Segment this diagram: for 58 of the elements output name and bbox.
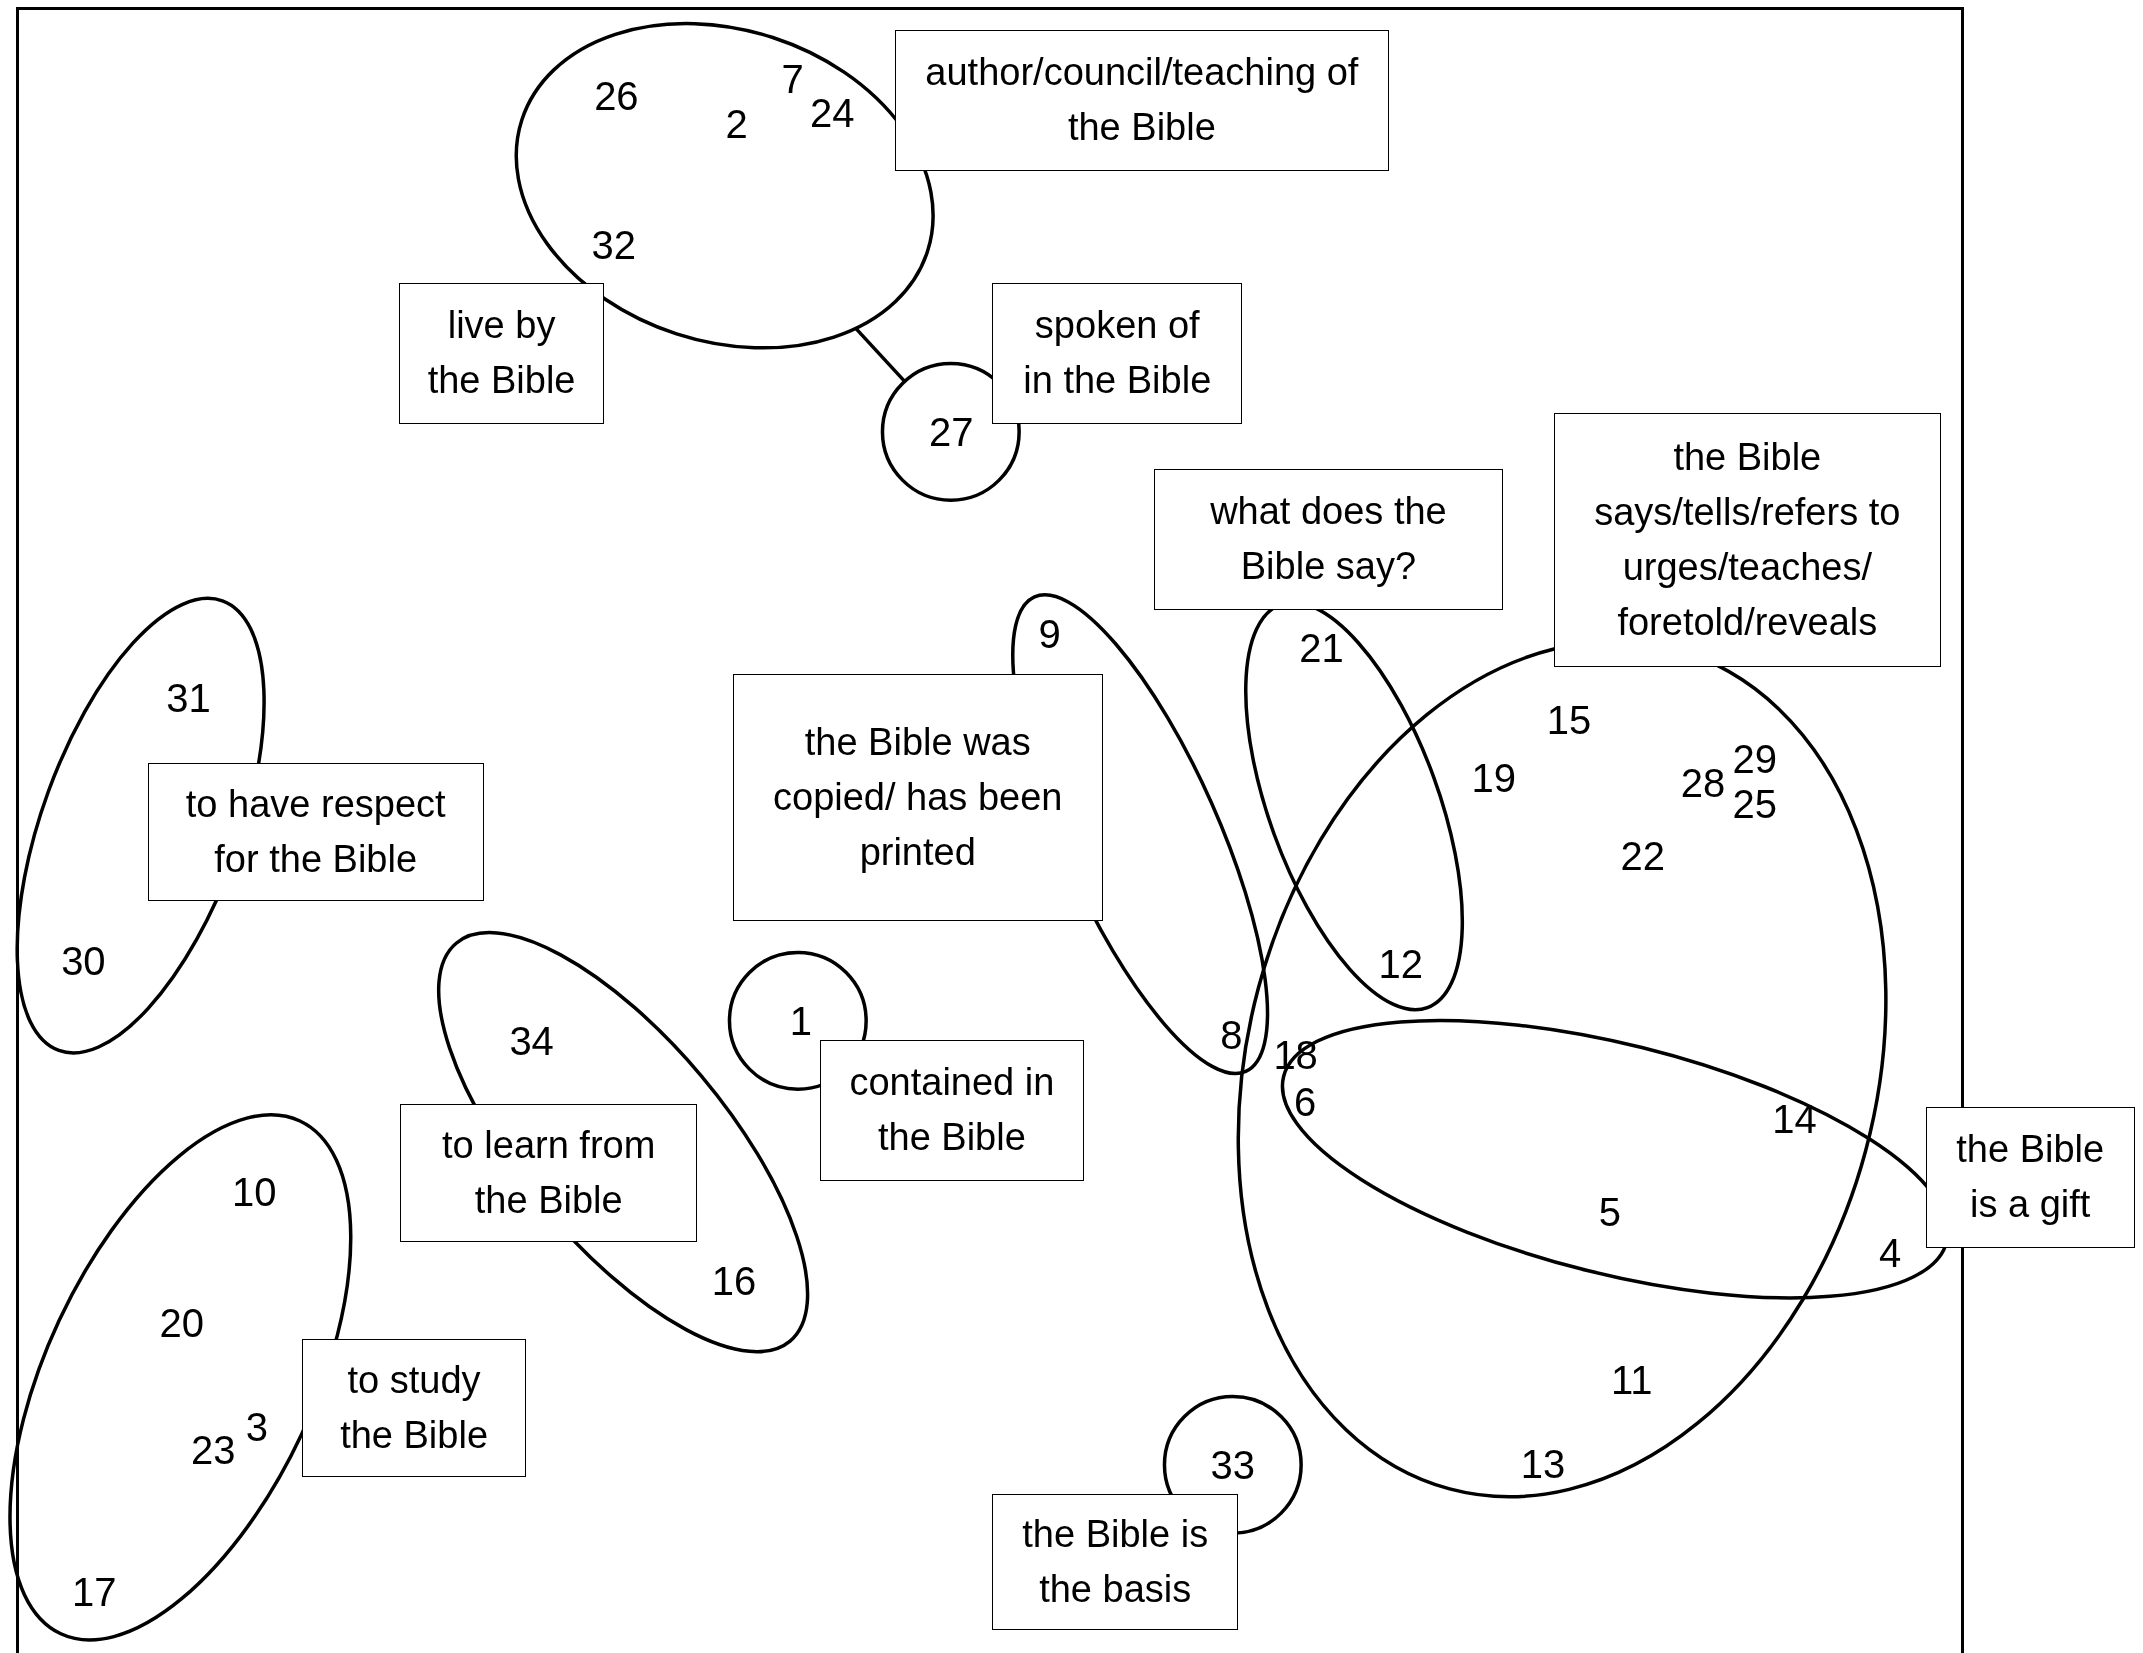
item-number: 20 [159,1302,204,1343]
item-number: 2 [725,104,748,145]
item-number: 9 [1038,614,1061,655]
box-text: the Bible was copied/ has been printed [772,719,1064,875]
box-text: the Bible is the basis [1021,1512,1210,1613]
label-box [1925,1107,2135,1248]
item-number: 34 [509,1021,554,1062]
item-number: 16 [711,1260,757,1301]
label-box [147,762,484,901]
connector-line [854,327,907,383]
item-number: 31 [166,678,211,719]
item-number: 33 [1210,1445,1255,1486]
box-text: the Bible says/tells/refers to urges/teaches/ foretold/reveals [1593,434,1902,645]
box-text: live by the Bible [426,303,577,404]
label-box [732,673,1103,922]
item-number: 15 [1546,700,1592,741]
item-number: 25 [1732,783,1778,824]
item-number: 6 [1294,1081,1317,1122]
label-box [1553,412,1941,667]
item-number: 26 [594,75,639,116]
box-text: to have respect for the Bible [184,781,447,882]
item-number: 24 [810,93,855,134]
item-number: 29 [1732,738,1778,779]
box-text: spoken of in the Bible [1022,303,1213,404]
label-box [820,1040,1084,1181]
label-box [1153,468,1504,610]
item-number: 14 [1772,1099,1817,1140]
box-text: to study the Bible [339,1358,490,1459]
label-box [399,282,605,424]
box-text: to learn from the Bible [441,1123,657,1224]
item-number: 23 [190,1430,236,1471]
item-number: 28 [1680,763,1726,804]
item-number: 22 [1620,835,1665,876]
item-number: 3 [245,1406,269,1447]
item-number: 5 [1598,1192,1622,1233]
item-number: 1 [789,1000,812,1041]
item-number: 7 [781,59,804,100]
item-number: 19 [1471,757,1517,798]
label-box [992,1493,1239,1631]
item-number: 11 [1611,1360,1653,1401]
label-box [400,1104,697,1243]
item-number: 27 [928,411,974,452]
box-text: author/council/teaching of the Bible [924,50,1360,151]
label-box [992,282,1243,424]
item-number: 21 [1299,627,1344,668]
item-number: 13 [1520,1443,1566,1484]
box-text: contained in the Bible [848,1060,1056,1161]
item-number: 10 [231,1171,277,1212]
item-number: 4 [1879,1233,1902,1274]
label-box [302,1339,527,1478]
item-number: 17 [72,1572,117,1613]
item-number: 8 [1220,1014,1243,1055]
item-number: 32 [591,224,636,265]
box-text: what does the Bible say? [1209,489,1448,590]
label-box [895,30,1389,171]
item-number: 30 [61,940,106,981]
box-text: the Bible is a gift [1955,1127,2106,1228]
item-number: 12 [1378,943,1424,984]
